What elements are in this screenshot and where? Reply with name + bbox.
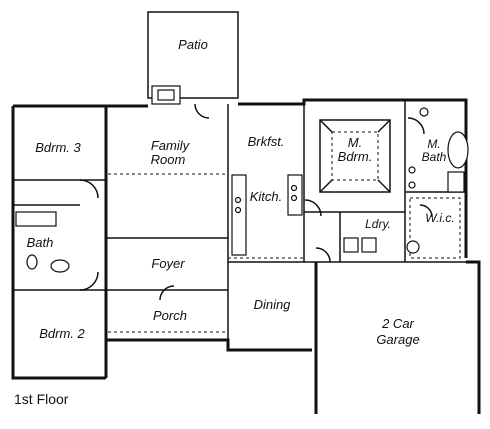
laundry-label: Ldry.: [365, 217, 391, 231]
door-swings: [79, 103, 433, 301]
laundry-fixtures: [343, 237, 420, 254]
bath-fixtures: [15, 211, 70, 273]
master-bath-fixtures: [408, 107, 469, 193]
garage-label-line2: Garage: [376, 332, 419, 347]
fireplace: [151, 85, 181, 105]
master-bath-label-line1: M.: [427, 137, 440, 151]
kitchen-label: Kitch.: [250, 189, 283, 204]
tray-ceiling: [319, 119, 391, 193]
garage-label-line1: 2 Car: [381, 316, 414, 331]
master-bdrm-label-line2: Bdrm.: [338, 149, 373, 164]
family-room-label-line2: Room: [151, 152, 186, 167]
brkfst-label: Brkfst.: [248, 134, 285, 149]
floor-label: 1st Floor: [14, 391, 69, 407]
bdrm2-label: Bdrm. 2: [39, 326, 85, 341]
foyer-label: Foyer: [151, 256, 185, 271]
master-bath-label-line2: Bath: [422, 150, 447, 164]
master-bdrm-label-line1: M.: [348, 135, 362, 150]
walk-in-closet-label: W.i.c.: [425, 211, 455, 225]
dashed-lines: [108, 173, 461, 333]
family-room-label-line1: Family: [151, 138, 191, 153]
porch-label: Porch: [153, 308, 187, 323]
exterior-walls: [11, 98, 481, 414]
kitchen-counters: [231, 174, 303, 256]
patio: Patio: [147, 11, 239, 99]
patio-label: Patio: [178, 37, 208, 52]
bath-label: Bath: [27, 235, 54, 250]
bdrm3-label: Bdrm. 3: [35, 140, 81, 155]
dining-label: Dining: [254, 297, 292, 312]
